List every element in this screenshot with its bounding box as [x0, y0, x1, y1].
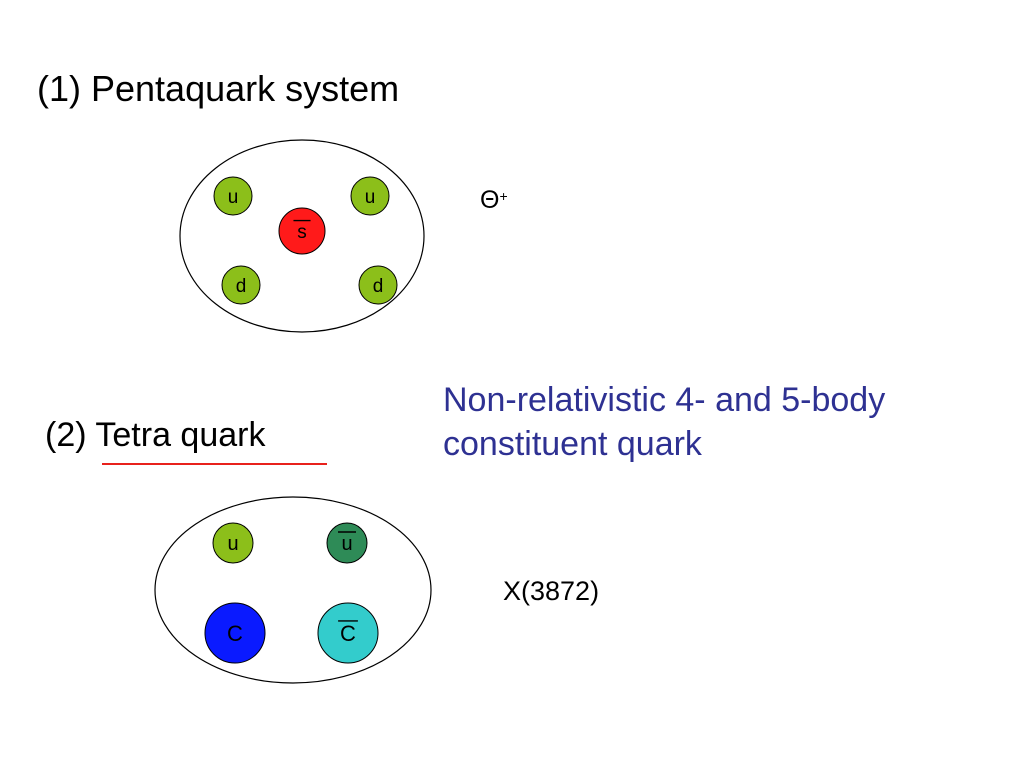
tetraquark-title: (2) Tetra quark	[45, 416, 266, 454]
tetra-quark-2	[326, 522, 368, 564]
penta-quark-5	[358, 265, 398, 305]
x3872-label: X(3872)	[503, 576, 600, 606]
model-note-line-1: Non-relativistic 4- and 5-body	[443, 381, 886, 419]
tetra-quark-4-label: C	[340, 621, 356, 646]
penta-quark-5-label: d	[373, 276, 384, 297]
theta-charge: +	[499, 188, 508, 204]
penta-quark-2-label: u	[365, 187, 376, 208]
penta-quark-3-label: s	[297, 222, 307, 243]
tetraquark-quarks: u uC C	[204, 522, 379, 664]
model-note-line-2: constituent quark	[443, 425, 702, 463]
penta-quark-4	[221, 265, 261, 305]
penta-quark-2	[350, 176, 390, 216]
pentaquark-title: (1) Pentaquark system	[37, 68, 400, 109]
tetra-quark-1-label: u	[227, 533, 238, 555]
model-note: Non-relativistic 4- and 5-body constitue…	[443, 378, 885, 466]
theta-symbol: Θ	[480, 186, 500, 214]
theta-plus-label: Θ+	[480, 186, 508, 215]
tetra-quark-1	[212, 522, 254, 564]
pentaquark-quarks: u u s d d	[213, 176, 398, 305]
tetra-quark-4	[317, 602, 379, 664]
penta-quark-3	[278, 207, 326, 255]
penta-quark-1-label: u	[228, 187, 239, 208]
tetra-quark-3	[204, 602, 266, 664]
tetraquark-title-underline	[102, 463, 327, 465]
tetra-quark-3-label: C	[227, 621, 243, 646]
penta-quark-4-label: d	[236, 276, 247, 297]
tetra-quark-2-label: u	[341, 533, 352, 555]
pentaquark-boundary	[179, 139, 425, 333]
tetraquark-boundary	[154, 496, 432, 684]
penta-quark-1	[213, 176, 253, 216]
